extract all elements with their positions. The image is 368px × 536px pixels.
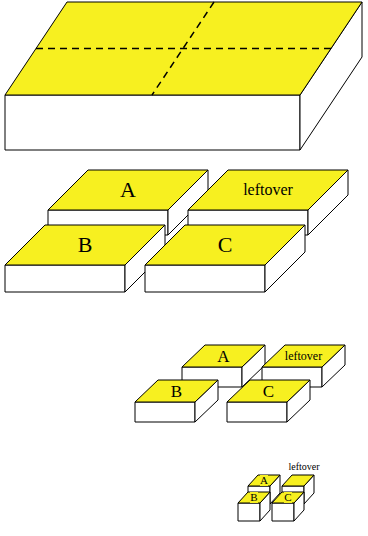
block-top xyxy=(272,492,304,503)
block-piece: C xyxy=(227,380,310,422)
block-front xyxy=(272,503,294,521)
block-top xyxy=(182,345,265,367)
block-top xyxy=(188,170,348,210)
cut-line xyxy=(36,48,331,50)
slab-front xyxy=(5,95,300,150)
piece-label: A xyxy=(217,348,229,365)
piece-label: A xyxy=(120,179,136,201)
block-front xyxy=(5,265,125,292)
piece-label: leftover xyxy=(288,462,319,472)
piece-label: C xyxy=(263,383,274,400)
block-top xyxy=(227,380,310,402)
piece-label: B xyxy=(250,492,257,503)
block-piece: C xyxy=(145,225,305,292)
block-top xyxy=(248,475,280,486)
block-top xyxy=(282,475,314,486)
block-top xyxy=(135,380,218,402)
cut-line xyxy=(152,2,214,95)
block-piece: B xyxy=(135,380,218,422)
piece-label: B xyxy=(78,234,93,256)
block-piece: B xyxy=(238,492,270,521)
block-top xyxy=(262,345,345,367)
block-front xyxy=(135,402,195,422)
block-front xyxy=(227,402,287,422)
block-front xyxy=(238,503,260,521)
block-top xyxy=(145,225,305,265)
block-top xyxy=(238,492,270,503)
piece-label: leftover xyxy=(243,182,293,198)
block-piece: B xyxy=(5,225,165,292)
slab-top xyxy=(5,2,362,95)
piece-label: C xyxy=(284,492,291,503)
piece-label: C xyxy=(218,234,233,256)
piece-label: leftover xyxy=(285,350,322,362)
block-piece: C xyxy=(272,492,304,521)
piece-label: B xyxy=(171,383,182,400)
block-top xyxy=(5,225,165,265)
block-front xyxy=(145,265,265,292)
block-top xyxy=(48,170,208,210)
piece-label: A xyxy=(260,475,268,486)
